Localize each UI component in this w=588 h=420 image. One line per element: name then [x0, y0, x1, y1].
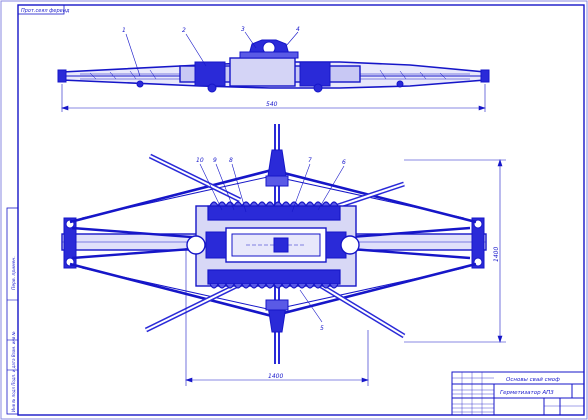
callout-2: 2 [182, 27, 186, 34]
callout-3: 3 [241, 26, 245, 33]
callout-7: 7 [308, 157, 312, 164]
top-stamp: Прот.сеял ференд [17, 4, 70, 15]
top-dimension [61, 84, 486, 112]
top-view [57, 39, 490, 93]
callout-4: 4 [296, 26, 300, 33]
callout-5: 5 [320, 325, 324, 332]
callout-10: 10 [196, 157, 204, 164]
left-strip-lower-text: Инв № подл Подп. и дата Взам. инв № [11, 331, 16, 412]
title-block-name: Основы свай смоф [506, 377, 560, 383]
left-binding-strip: Перв. примен. Инв № подл Подп. и дата Вз… [6, 207, 19, 415]
callout-9: 9 [213, 157, 217, 164]
callout-1: 1 [122, 27, 126, 34]
plan-callouts [199, 163, 345, 323]
callout-6: 6 [342, 159, 346, 166]
spring-top [207, 201, 341, 221]
right-dimension [404, 159, 506, 343]
dim-top-width: 540 [266, 101, 278, 108]
dim-right-height: 1400 [493, 247, 500, 262]
spring-bottom [207, 269, 341, 289]
plan-view [61, 124, 487, 364]
title-block-doc-code: Герметизатор АП3 [500, 390, 554, 396]
top-stamp-text: Прот.сеял ференд [21, 8, 70, 14]
top-callouts [125, 31, 299, 77]
left-strip-text: Перв. примен. [11, 256, 17, 290]
dim-bottom-width: 1400 [268, 373, 283, 380]
title-block [451, 371, 585, 416]
callout-8: 8 [229, 157, 233, 164]
bottom-dimension [185, 248, 369, 386]
